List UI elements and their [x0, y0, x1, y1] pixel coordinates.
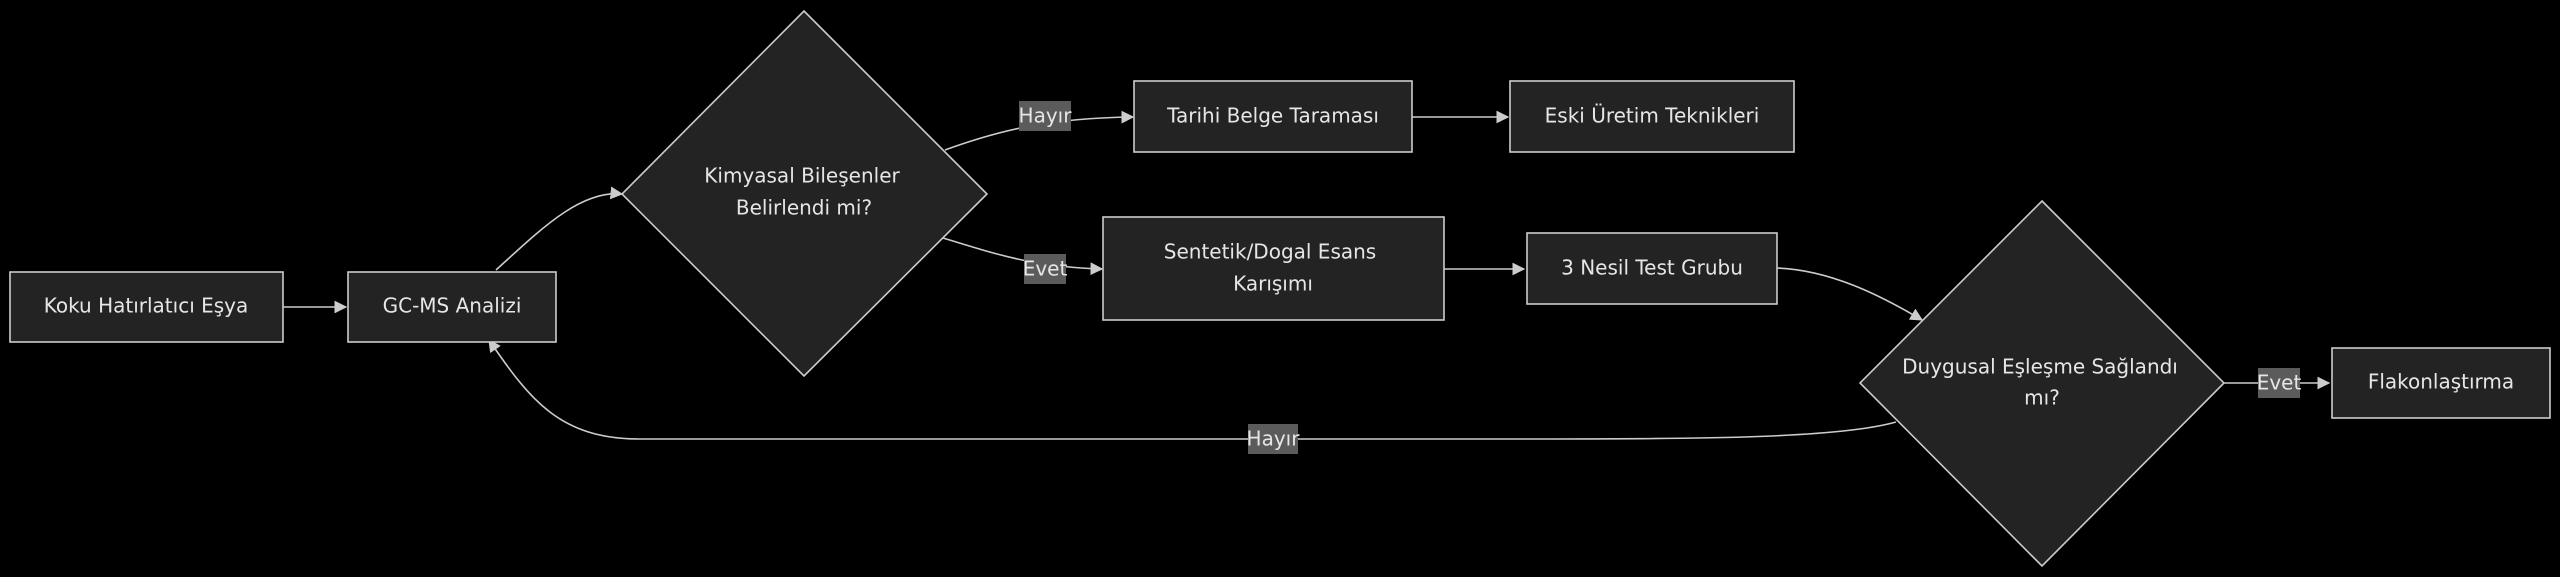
edge-duygusal-to-gcms: [488, 338, 1897, 440]
node-duygusal-eslesme-decision: Duygusal Eşleşme Sağlandı mı?: [1858, 199, 2226, 568]
node-flakonlastirma: Flakonlaştırma: [2331, 347, 2551, 419]
svg-text:Hayır: Hayır: [1019, 104, 1073, 128]
svg-text:3 Nesil Test Grubu: 3 Nesil Test Grubu: [1561, 256, 1743, 280]
svg-text:Karışımı: Karışımı: [1233, 272, 1313, 296]
edge-label-duygusal-gcms: Hayır: [1247, 424, 1301, 454]
svg-text:Evet: Evet: [1023, 257, 1068, 281]
edge-gcms-to-kimyasal: [495, 186, 624, 271]
svg-text:Tarihi Belge Taraması: Tarihi Belge Taraması: [1166, 104, 1379, 128]
edge-kimyasal-to-sentetik: [942, 237, 1104, 276]
node-gc-ms-analizi: GC-MS Analizi: [347, 271, 557, 343]
node-eski-uretim-teknikleri: Eski Üretim Teknikleri: [1509, 80, 1795, 153]
svg-text:Eski Üretim Teknikleri: Eski Üretim Teknikleri: [1545, 104, 1760, 128]
svg-text:Duygusal Eşleşme Sağlandı: Duygusal Eşleşme Sağlandı: [1902, 355, 2178, 379]
edge-label-kimyasal-tarihi: Hayır: [1019, 101, 1073, 131]
svg-text:Sentetik/Dogal Esans: Sentetik/Dogal Esans: [1164, 240, 1376, 264]
svg-text:Hayır: Hayır: [1247, 427, 1301, 451]
node-koku-hatirlatici-esya: Koku Hatırlatıcı Eşya: [9, 271, 284, 343]
node-kimyasal-bilesenler-decision: Kimyasal Bileşenler Belirlendi mi?: [620, 9, 989, 378]
node-3-nesil-test-grubu: 3 Nesil Test Grubu: [1526, 232, 1778, 305]
svg-text:Koku Hatırlatıcı Eşya: Koku Hatırlatıcı Eşya: [44, 294, 249, 318]
svg-text:Belirlendi mi?: Belirlendi mi?: [736, 196, 872, 220]
edge-label-duygusal-flakon: Evet: [2257, 368, 2302, 398]
svg-text:Evet: Evet: [2257, 371, 2302, 395]
svg-text:Kimyasal Bileşenler: Kimyasal Bileşenler: [704, 164, 900, 188]
node-tarihi-belge-taramasi: Tarihi Belge Taraması: [1133, 80, 1413, 153]
node-sentetik-dogal-esans-karisimi: Sentetik/Dogal Esans Karışımı: [1102, 216, 1445, 321]
svg-text:mı?: mı?: [2024, 386, 2060, 410]
svg-text:Flakonlaştırma: Flakonlaştırma: [2368, 370, 2514, 394]
svg-text:GC-MS Analizi: GC-MS Analizi: [383, 294, 522, 318]
edge-nesil-to-duygusal: [1776, 267, 1924, 321]
edge-label-kimyasal-sentetik: Evet: [1023, 254, 1068, 284]
